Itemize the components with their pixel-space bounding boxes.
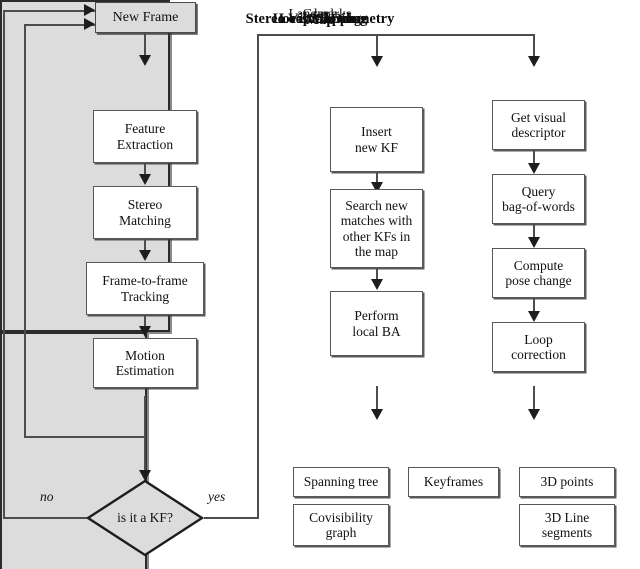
node-covisibility-graph-label: Covisibility graph: [309, 509, 373, 540]
node-spanning-tree[interactable]: Spanning tree: [293, 467, 389, 497]
decision-is-it-a-kf[interactable]: is it a KF?: [85, 478, 205, 558]
arrowhead-lc-1-2: [528, 163, 540, 174]
arrowhead-svo-2-3: [139, 250, 151, 261]
arrowhead-lc-2-3: [528, 237, 540, 248]
node-motion-estimation-label: Motion Estimation: [115, 347, 175, 378]
arrowhead-lm-1-2: [371, 182, 383, 193]
node-motion-estimation[interactable]: Motion Estimation: [93, 338, 197, 388]
node-stereo-matching-label: Stereo Matching: [119, 197, 171, 228]
edge-label-no: no: [40, 489, 54, 504]
node-loop-correction[interactable]: Loop correction: [492, 322, 585, 372]
panel-stereo-visual-odometry-title: Stereo Visual Odometry: [245, 11, 395, 27]
node-frame-to-frame-tracking-label: Frame-to-frame Tracking: [102, 273, 188, 304]
connector-lm-2-3: [376, 268, 378, 285]
node-keyframes[interactable]: Keyframes: [408, 467, 499, 497]
node-search-new-matches[interactable]: Search new matches with other KFs in the…: [330, 189, 423, 268]
connector-yes-branch-top-bus: [257, 34, 535, 36]
connector-bus-to-local-mapping: [376, 34, 378, 62]
connector-svo-2-3: [144, 239, 146, 256]
node-3d-points[interactable]: 3D points: [519, 467, 615, 497]
connector-svo-loopback-to-newframe: [24, 24, 95, 26]
connector-lm-1-2: [376, 172, 378, 189]
node-query-bag-of-words[interactable]: Query bag-of-words: [492, 174, 585, 224]
node-query-bag-of-words-label: Query bag-of-words: [502, 183, 575, 214]
node-get-visual-descriptor-label: Get visual descriptor: [510, 109, 567, 140]
connector-yes-branch-vertical: [257, 34, 259, 519]
node-compute-pose-change[interactable]: Compute pose change: [492, 248, 585, 298]
connector-bus-to-loop-closing: [533, 34, 535, 62]
node-insert-new-kf-label: Insert new KF: [354, 124, 399, 155]
subpanel-landmarks-title: Landmarks: [288, 7, 352, 22]
node-3d-line-segments-label: 3D Line segments: [541, 509, 593, 540]
node-3d-line-segments[interactable]: 3D Line segments: [519, 504, 615, 546]
node-frame-to-frame-tracking[interactable]: Frame-to-frame Tracking: [86, 262, 204, 315]
node-perform-local-ba[interactable]: Perform local BA: [330, 291, 423, 356]
panel-loop-closing-title: Loop Closing: [278, 11, 362, 27]
connector-no-branch-vertical: [3, 10, 5, 519]
node-spanning-tree-label: Spanning tree: [303, 474, 379, 490]
connector-newframe-to-svo: [144, 33, 146, 59]
arrowhead-svo-3-4: [139, 326, 151, 337]
node-feature-extraction[interactable]: Feature Extraction: [93, 110, 197, 163]
node-loop-correction-label: Loop correction: [511, 331, 566, 362]
connector-lc-2-3: [533, 224, 535, 244]
panel-local-mapping-title: Local Mapping: [272, 11, 368, 27]
connector-lc-3-4: [533, 298, 535, 318]
connector-svo-to-decision: [144, 396, 146, 478]
decision-diamond-shape: [85, 479, 205, 557]
arrowhead-bus-to-local-mapping: [371, 56, 383, 67]
connector-yes-branch-horizontal: [204, 517, 259, 519]
node-search-new-matches-label: Search new matches with other KFs in the…: [340, 198, 413, 259]
connector-no-branch-to-newframe: [3, 10, 95, 12]
edge-label-yes: yes: [208, 489, 226, 504]
arrowhead-lm-2-3: [371, 279, 383, 290]
arrowhead-lc-3-4: [528, 311, 540, 322]
arrowhead-newframe-to-svo: [139, 55, 151, 66]
node-get-visual-descriptor[interactable]: Get visual descriptor: [492, 100, 585, 150]
node-new-frame[interactable]: New Frame: [95, 2, 196, 33]
arrowhead-no-branch-to-newframe: [84, 4, 95, 16]
arrowhead-svo-to-decision: [139, 470, 151, 481]
node-keyframes-label: Keyframes: [423, 474, 484, 490]
node-compute-pose-change-label: Compute pose change: [505, 257, 572, 288]
node-3d-points-label: 3D points: [540, 474, 594, 490]
node-feature-extraction-label: Feature Extraction: [116, 121, 174, 152]
node-stereo-matching[interactable]: Stereo Matching: [93, 186, 197, 239]
panel-map-title: Map: [305, 12, 335, 28]
node-new-frame-label: New Frame: [112, 9, 179, 25]
connector-lc-1-2: [533, 150, 535, 170]
connector-loop-closing-to-map: [533, 386, 535, 418]
node-insert-new-kf[interactable]: Insert new KF: [330, 107, 423, 172]
arrowhead-svo-1-2: [139, 174, 151, 185]
connector-svo-3-4: [144, 315, 146, 332]
decision-label: is it a KF?: [117, 510, 173, 525]
arrowhead-local-mapping-to-map: [371, 409, 383, 420]
arrowhead-svo-loopback-to-newframe: [84, 18, 95, 30]
arrowhead-loop-closing-to-map: [528, 409, 540, 420]
connector-no-branch-horizontal: [3, 517, 87, 519]
connector-svo-loopback-vertical: [24, 24, 26, 438]
connector-svo-1-2: [144, 163, 146, 180]
subpanel-graph-title: Graph: [302, 7, 338, 22]
node-covisibility-graph[interactable]: Covisibility graph: [293, 504, 389, 546]
connector-local-mapping-to-map: [376, 386, 378, 418]
connector-svo-loopback-horizontal: [24, 436, 144, 438]
node-perform-local-ba-label: Perform local BA: [352, 308, 401, 339]
arrowhead-bus-to-loop-closing: [528, 56, 540, 67]
